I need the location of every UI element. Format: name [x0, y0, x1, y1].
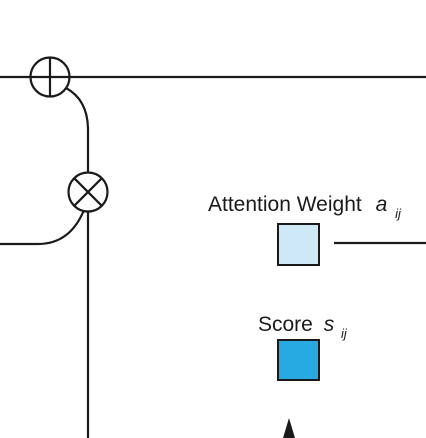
attention-weight-box — [277, 223, 320, 266]
attention-weight-label: Attention Weight a ij — [208, 193, 402, 221]
multiply-to-left-connector — [0, 209, 86, 246]
arrowhead-up-icon — [283, 418, 295, 438]
attention-weight-subscript: ij — [395, 206, 402, 221]
attention-weight-symbol: a — [376, 193, 388, 216]
attention-weight-text: Attention Weight — [208, 193, 362, 216]
score-subscript: ij — [341, 326, 348, 341]
score-box — [277, 339, 320, 381]
add-to-multiply-connector — [65, 87, 90, 173]
score-label: Score s ij — [258, 313, 348, 341]
circle-plus-icon — [29, 56, 71, 98]
circle-times-icon — [67, 171, 109, 213]
score-symbol: s — [324, 313, 335, 336]
score-text: Score — [258, 313, 313, 336]
